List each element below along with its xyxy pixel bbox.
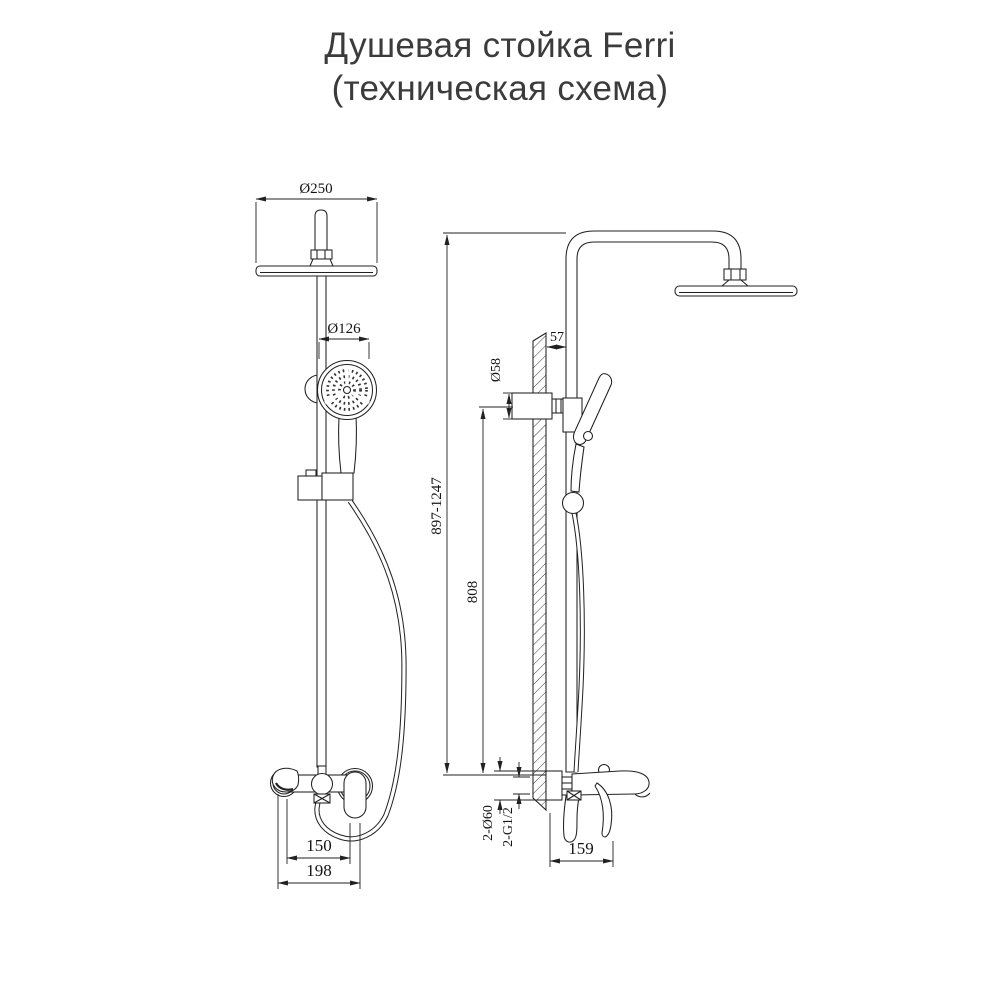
dim-thread-size-label: 2-G1/2 xyxy=(501,807,516,847)
spray-nozzle-dots xyxy=(326,369,368,411)
spray-face-dividers xyxy=(324,365,370,405)
hand-shower-handle-front xyxy=(338,414,357,474)
hose-ring xyxy=(561,491,585,515)
spray-face-center xyxy=(342,385,352,395)
page-title: Душевая стойка Ferri (техническая схема) xyxy=(0,24,1000,110)
dim-pole-height-label: 808 xyxy=(465,581,481,604)
mixer-body-side xyxy=(571,770,650,796)
dim-height-range-label: 897-1247 xyxy=(429,477,445,535)
dim-head-diameter: Ø250 xyxy=(255,181,378,263)
outlet-detail xyxy=(634,792,651,798)
shower-pole-front xyxy=(316,275,327,768)
rain-head-disc-front xyxy=(255,265,378,277)
mixer-front xyxy=(269,765,374,819)
rain-head-cone-side xyxy=(720,279,750,287)
spout-side xyxy=(563,795,580,843)
hand-shower-front xyxy=(316,359,378,474)
lever-blade-side xyxy=(594,782,613,838)
hand-shower-button xyxy=(582,430,594,442)
shower-hose-side xyxy=(571,512,585,773)
mixer-side xyxy=(545,763,651,843)
diverter-knob-front xyxy=(310,772,334,796)
hand-shower-face-ring xyxy=(320,363,374,417)
dim-depth-label: 159 xyxy=(568,839,594,858)
overhead-shower-front xyxy=(255,209,378,277)
hand-shower-side xyxy=(570,373,613,493)
lever-handle-front xyxy=(343,771,367,819)
front-view: Ø250 Ø126 150 198 xyxy=(255,181,407,889)
dim-wall-to-pipe: 57 xyxy=(546,330,567,350)
dim-connection-spacing-label: 150 xyxy=(306,836,332,855)
dim-hand-shower-diameter-label: Ø126 xyxy=(327,321,361,337)
mixer-flange-side xyxy=(545,770,563,801)
wall-bracket-flange xyxy=(511,392,553,420)
riser-pipe xyxy=(565,230,742,773)
shower-hose-front xyxy=(314,499,407,842)
dim-connection-spacing: 150 xyxy=(286,799,351,864)
dim-head-diameter-label: Ø250 xyxy=(299,181,332,197)
dim-thread-size: 2-G1/2 xyxy=(501,762,530,847)
hose-nut xyxy=(313,793,331,804)
side-view: 897-1247 808 57 Ø58 2- xyxy=(429,230,798,867)
diverter-side xyxy=(566,790,582,801)
hand-shower-handle-side xyxy=(570,443,585,493)
spout-lip xyxy=(275,782,294,791)
dim-hand-shower-diameter: Ø126 xyxy=(318,321,370,359)
dim-bracket-diameter: Ø58 xyxy=(489,358,513,420)
dim-overall-width: 198 xyxy=(277,794,361,889)
head-connector-pipe xyxy=(314,209,328,251)
head-connector-nut xyxy=(310,249,333,260)
dim-pole-height: 808 xyxy=(465,406,513,774)
rain-head-disc-side xyxy=(674,285,798,297)
hand-shower-head-side xyxy=(572,373,613,445)
rain-head-nut-side xyxy=(723,268,747,281)
dim-escutcheon-diameter-label: 2-Ø60 xyxy=(481,805,496,841)
dim-bracket-diameter-label: Ø58 xyxy=(489,358,504,382)
head-connector-flare xyxy=(309,258,334,267)
dim-depth: 159 xyxy=(549,813,614,867)
title-line1: Душевая стойка Ferri xyxy=(324,26,676,65)
hand-shower-holder xyxy=(297,469,354,501)
title-line2: (техническая схема) xyxy=(331,69,669,108)
wall-section xyxy=(532,332,547,812)
dim-wall-to-pipe-label: 57 xyxy=(550,330,564,345)
dim-height-range: 897-1247 xyxy=(429,232,566,776)
dim-overall-width-label: 198 xyxy=(306,861,332,880)
